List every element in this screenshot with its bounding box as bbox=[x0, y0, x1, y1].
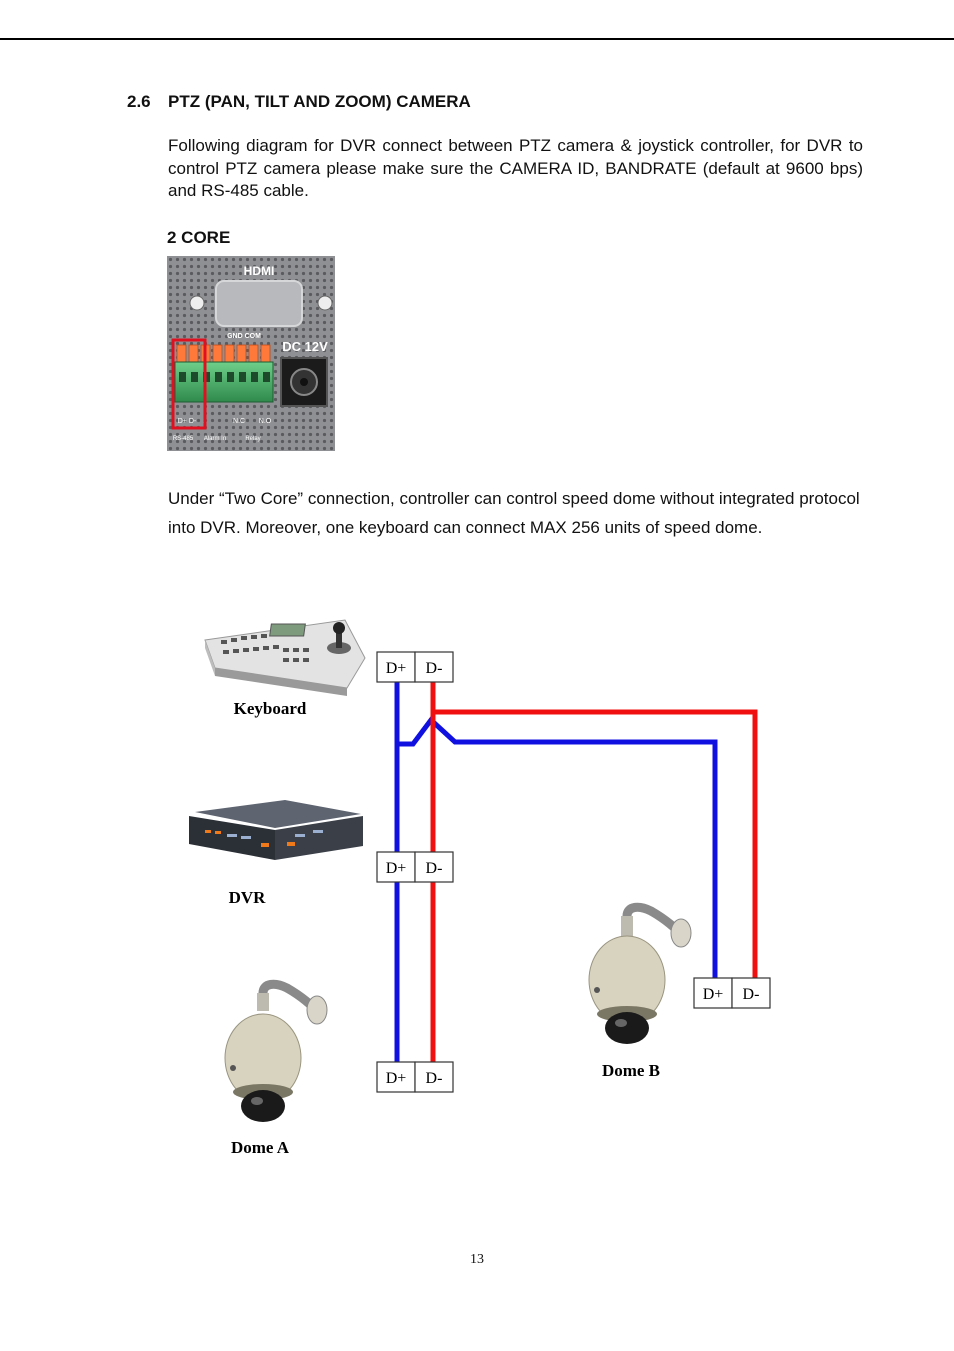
hdmi-label: HDMI bbox=[244, 264, 275, 278]
relay-label: Relay bbox=[245, 436, 260, 442]
terminal-d-plus-label: D+ bbox=[386, 660, 407, 677]
dome-b-label: Dome B bbox=[602, 1061, 660, 1080]
dvr-illustration bbox=[189, 800, 363, 860]
alarm-in-label: Alarm In bbox=[204, 436, 226, 442]
terminal-dvr: D+ D- bbox=[376, 851, 454, 883]
description-paragraph: Under “Two Core” connection, controller … bbox=[168, 489, 860, 537]
dome-a-illustration bbox=[224, 979, 328, 1122]
terminal-d-minus-label: D- bbox=[426, 860, 443, 877]
intro-paragraph: Following diagram for DVR connect betwee… bbox=[168, 136, 863, 200]
terminal-d-minus-label: D- bbox=[426, 660, 443, 677]
wiring-diagram: D+ D- D+ D- D+ D- D+ D- bbox=[189, 619, 771, 1157]
dvr-label: DVR bbox=[229, 888, 267, 907]
rear-panel-photo: HDMI GND COM DC 12V D+ D- 2 N.C N.O RS-4… bbox=[167, 256, 335, 451]
nc-label: N.C bbox=[233, 418, 245, 425]
rs485-highlight-box bbox=[171, 338, 207, 430]
blue-wire-to-dome-b bbox=[397, 716, 718, 978]
rs485-label: RS-485 bbox=[173, 436, 194, 442]
terminal-d-minus-label: D- bbox=[426, 1070, 443, 1087]
keyboard-illustration bbox=[204, 619, 366, 696]
subheading-2-core: 2 CORE bbox=[167, 228, 231, 247]
no-label: N.O bbox=[259, 418, 272, 425]
top-rule bbox=[0, 38, 954, 40]
terminal-d-minus-label: D- bbox=[743, 986, 760, 1003]
dome-b-illustration bbox=[588, 902, 692, 1044]
d-plus-minus-label: D+ D- bbox=[178, 418, 197, 425]
keyboard-label: Keyboard bbox=[234, 699, 307, 718]
section-heading: 2.6 PTZ (PAN, TILT AND ZOOM) CAMERA bbox=[127, 92, 471, 112]
terminal-dome-b: D+ D- bbox=[693, 977, 771, 1009]
dome-a-label: Dome A bbox=[231, 1138, 290, 1157]
section-number: 2.6 bbox=[127, 92, 151, 111]
dc-label: DC 12V bbox=[282, 339, 328, 354]
terminal-dome-a: D+ D- bbox=[376, 1061, 454, 1093]
terminal-keyboard: D+ D- bbox=[376, 651, 454, 683]
page-number: 13 bbox=[470, 1252, 484, 1267]
red-wire-to-dome-b bbox=[433, 709, 758, 978]
terminal-d-plus-label: D+ bbox=[703, 986, 724, 1003]
section-title: PTZ (PAN, TILT AND ZOOM) CAMERA bbox=[168, 92, 471, 111]
terminal-d-plus-label: D+ bbox=[386, 860, 407, 877]
terminal-d-plus-label: D+ bbox=[386, 1070, 407, 1087]
gnd-com-label: GND COM bbox=[227, 333, 261, 340]
